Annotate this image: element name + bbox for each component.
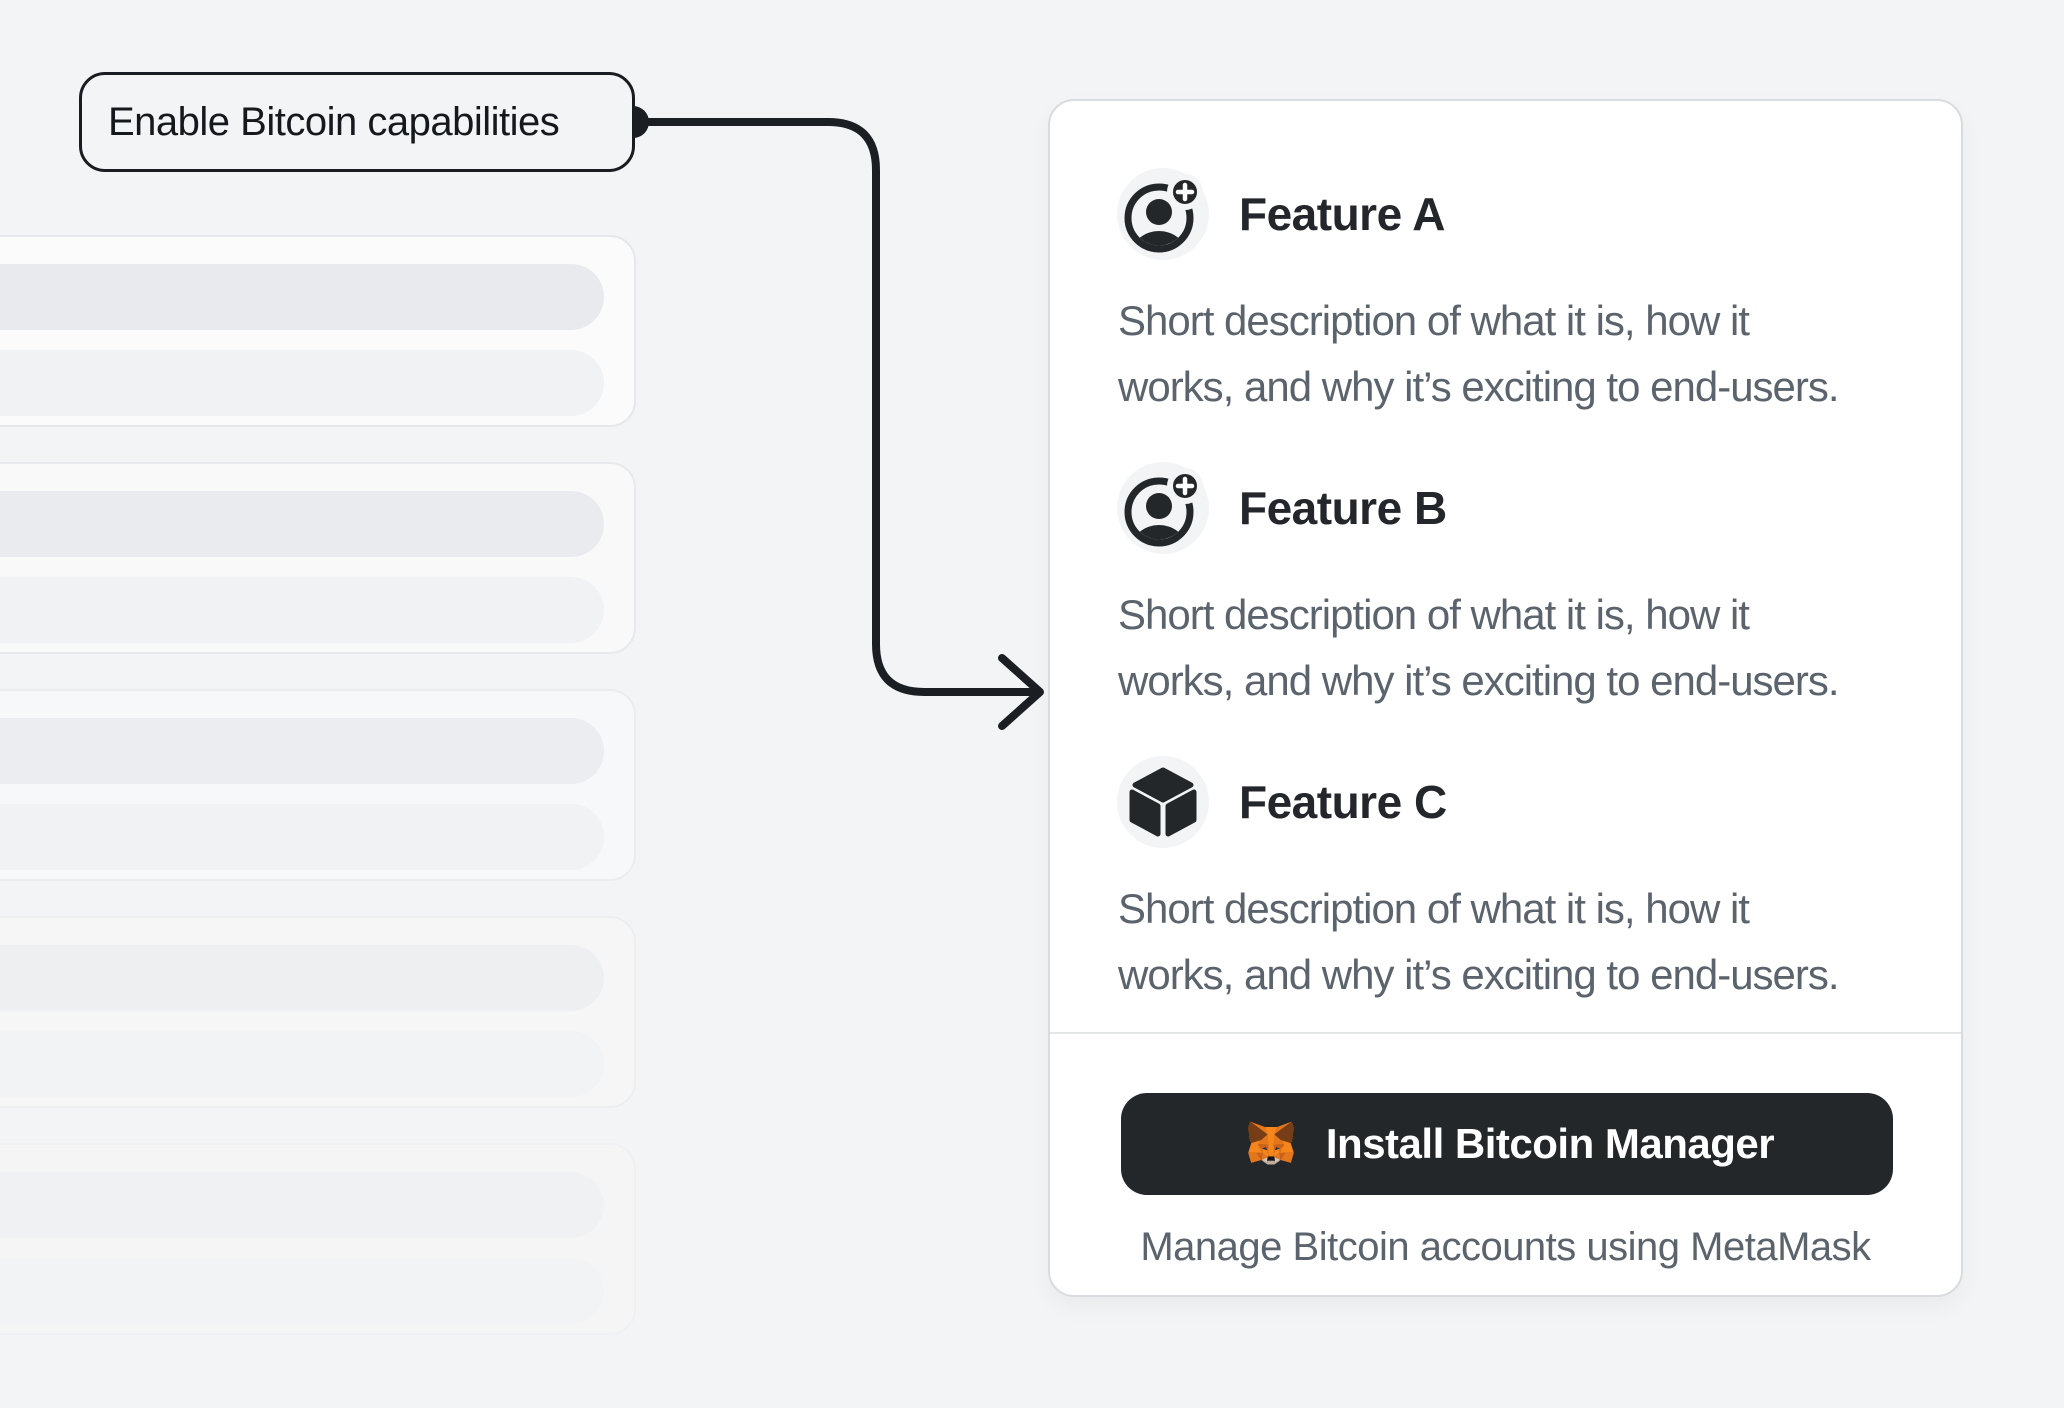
- feature-title: Feature C: [1239, 776, 1447, 828]
- skeleton-card: [0, 689, 636, 881]
- skeleton-card: [0, 916, 636, 1108]
- feature-description: Short description of what it is, how it …: [1118, 876, 1921, 1008]
- skeleton-pill: [0, 577, 604, 643]
- skeleton-pill: [0, 491, 604, 557]
- callout-label: Enable Bitcoin capabilities: [79, 72, 635, 172]
- skeleton-card: [0, 1143, 636, 1335]
- feature-description-line: works, and why it’s exciting to end-user…: [1118, 951, 1840, 998]
- skeleton-pill: [0, 718, 604, 784]
- feature-section-c: Feature C Short description of what it i…: [1117, 756, 1921, 1008]
- skeleton-card: [0, 235, 636, 427]
- feature-title: Feature B: [1239, 482, 1447, 534]
- cube-icon: [1117, 756, 1209, 848]
- feature-description-line: Short description of what it is, how it: [1118, 297, 1750, 344]
- feature-description: Short description of what it is, how it …: [1118, 288, 1921, 420]
- callout-text: Enable Bitcoin capabilities: [108, 99, 560, 144]
- arrowhead-icon: [998, 654, 1044, 730]
- install-button-label: Install Bitcoin Manager: [1325, 1120, 1775, 1167]
- divider: [1050, 1032, 1961, 1034]
- user-plus-icon: [1117, 168, 1209, 260]
- feature-card: Feature A Short description of what it i…: [1048, 99, 1963, 1297]
- feature-title: Feature A: [1239, 188, 1445, 240]
- skeleton-pill: [0, 1172, 604, 1238]
- metamask-fox-icon: [1240, 1115, 1302, 1173]
- skeleton-pill: [0, 804, 604, 870]
- skeleton-pill: [0, 1031, 604, 1097]
- feature-description-line: Short description of what it is, how it: [1118, 885, 1750, 932]
- skeleton-pill: [0, 1258, 604, 1324]
- user-plus-icon: [1117, 462, 1209, 554]
- skeleton-card: [0, 462, 636, 654]
- feature-section-b: Feature B Short description of what it i…: [1117, 462, 1921, 714]
- skeleton-pill: [0, 350, 604, 416]
- feature-section-a: Feature A Short description of what it i…: [1117, 168, 1921, 420]
- install-caption: Manage Bitcoin accounts using MetaMask: [1140, 1225, 1871, 1269]
- skeleton-pill: [0, 264, 604, 330]
- feature-description-line: Short description of what it is, how it: [1118, 591, 1750, 638]
- skeleton-pill: [0, 945, 604, 1011]
- feature-description: Short description of what it is, how it …: [1118, 582, 1921, 714]
- install-bitcoin-manager-button[interactable]: Install Bitcoin Manager: [1121, 1093, 1893, 1195]
- skeleton-list: [0, 235, 636, 1370]
- connector-line: [629, 118, 1038, 696]
- feature-description-line: works, and why it’s exciting to end-user…: [1118, 657, 1840, 704]
- feature-description-line: works, and why it’s exciting to end-user…: [1118, 363, 1840, 410]
